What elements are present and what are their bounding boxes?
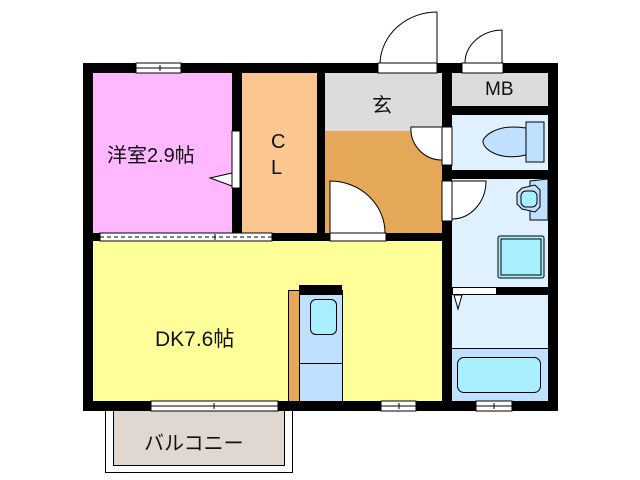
- outer-wall-right: [548, 63, 558, 411]
- window-western-top: [135, 62, 182, 74]
- closet-label-c: C: [271, 131, 286, 153]
- wall-toilet-wash: [452, 170, 548, 179]
- dk-door-icon: [329, 180, 387, 242]
- balcony-label: バルコニー: [144, 433, 244, 455]
- entrance: 玄: [325, 73, 442, 131]
- closet-door-icon: [208, 130, 241, 189]
- washroom-door-icon: [441, 180, 487, 222]
- closet-label-l: L: [271, 157, 283, 179]
- dining-kitchen-label: DK7.6帖: [155, 328, 235, 351]
- dining-kitchen: DK7.6帖: [93, 241, 442, 401]
- western-room-label: 洋室2.9帖: [107, 145, 195, 167]
- bath-door-icon: [453, 294, 463, 311]
- balcony: バルコニー: [113, 411, 285, 466]
- wall-dk-right: [442, 233, 452, 411]
- outer-wall-bottom: [83, 401, 558, 411]
- toilet-icon: [482, 121, 545, 163]
- kitchen-unit-divider: [299, 363, 343, 364]
- meter-box: MB: [452, 73, 548, 106]
- wall-wash-bath: [452, 287, 548, 295]
- entrance-door-icon: [377, 11, 438, 74]
- window-dk-bottom-right: [380, 400, 417, 412]
- sliding-door-western: [99, 232, 273, 242]
- toilet-door-icon: [410, 126, 453, 166]
- outer-wall-top: [83, 63, 558, 73]
- sink-icon: [310, 299, 337, 335]
- wash-bath-door-opening: [452, 287, 497, 295]
- range-hood: [299, 285, 342, 295]
- wall-mb-toilet: [452, 106, 548, 115]
- bathtub-icon: [457, 357, 541, 393]
- entrance-label: 玄: [372, 95, 392, 117]
- outer-wall-left: [83, 63, 93, 411]
- window-bath-bottom: [475, 400, 513, 412]
- closet: C L: [242, 73, 317, 233]
- window-dk-bottom: [150, 400, 279, 412]
- wall-closet-entrance: [317, 73, 325, 233]
- washing-machine-icon: [497, 235, 545, 279]
- meter-box-label: MB: [485, 79, 514, 100]
- washbasin-icon: [516, 178, 549, 221]
- western-room: 洋室2.9帖: [93, 73, 232, 233]
- mb-door-icon: [461, 29, 504, 74]
